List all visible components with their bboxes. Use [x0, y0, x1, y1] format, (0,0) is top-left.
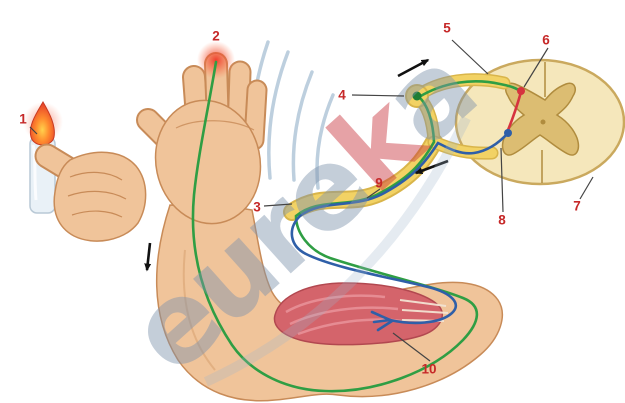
- sensory-direction-arrow: [397, 58, 430, 78]
- muscle: [273, 282, 449, 346]
- label-6: 6: [542, 32, 550, 48]
- label-2: 2: [212, 28, 220, 44]
- label-10: 10: [421, 361, 437, 377]
- spinal-cord-gray-matter: [501, 82, 580, 156]
- leader-line-10: [392, 332, 431, 362]
- leader-line-4: [351, 94, 405, 97]
- label-7: 7: [573, 198, 581, 214]
- watermark-swoosh: [203, 115, 471, 387]
- motor-direction-arrow: [414, 159, 449, 175]
- interneuron-path: [506, 90, 523, 132]
- candle-holding-hand: [34, 143, 147, 242]
- leader-line-9: [366, 188, 381, 199]
- leader-line-1: [29, 126, 38, 135]
- leader-line-7: [579, 176, 594, 200]
- motor-neuron-path: [290, 131, 510, 332]
- label-8: 8: [498, 212, 506, 228]
- arm-signal-arrow: [144, 242, 152, 272]
- interneuron-cell: [517, 87, 525, 95]
- leader-line-5: [451, 39, 489, 75]
- label-9: 9: [375, 175, 383, 191]
- sensory-ganglion-cell: [412, 91, 422, 101]
- arm-shading: [182, 249, 216, 371]
- leader-line-6: [523, 47, 549, 88]
- label-4: 4: [338, 87, 346, 103]
- leader-line-8: [500, 147, 504, 213]
- leader-lines: [29, 39, 594, 362]
- withdrawn-hand: [136, 41, 268, 225]
- sensory-neuron-path: [191, 60, 523, 393]
- label-5: 5: [443, 20, 451, 36]
- label-1: 1: [19, 111, 27, 127]
- central-canal: [540, 119, 546, 125]
- burn-glow: [197, 41, 235, 79]
- motor-neuron-cell: [504, 129, 512, 137]
- leader-line-3: [263, 203, 293, 207]
- label-3: 3: [253, 199, 261, 215]
